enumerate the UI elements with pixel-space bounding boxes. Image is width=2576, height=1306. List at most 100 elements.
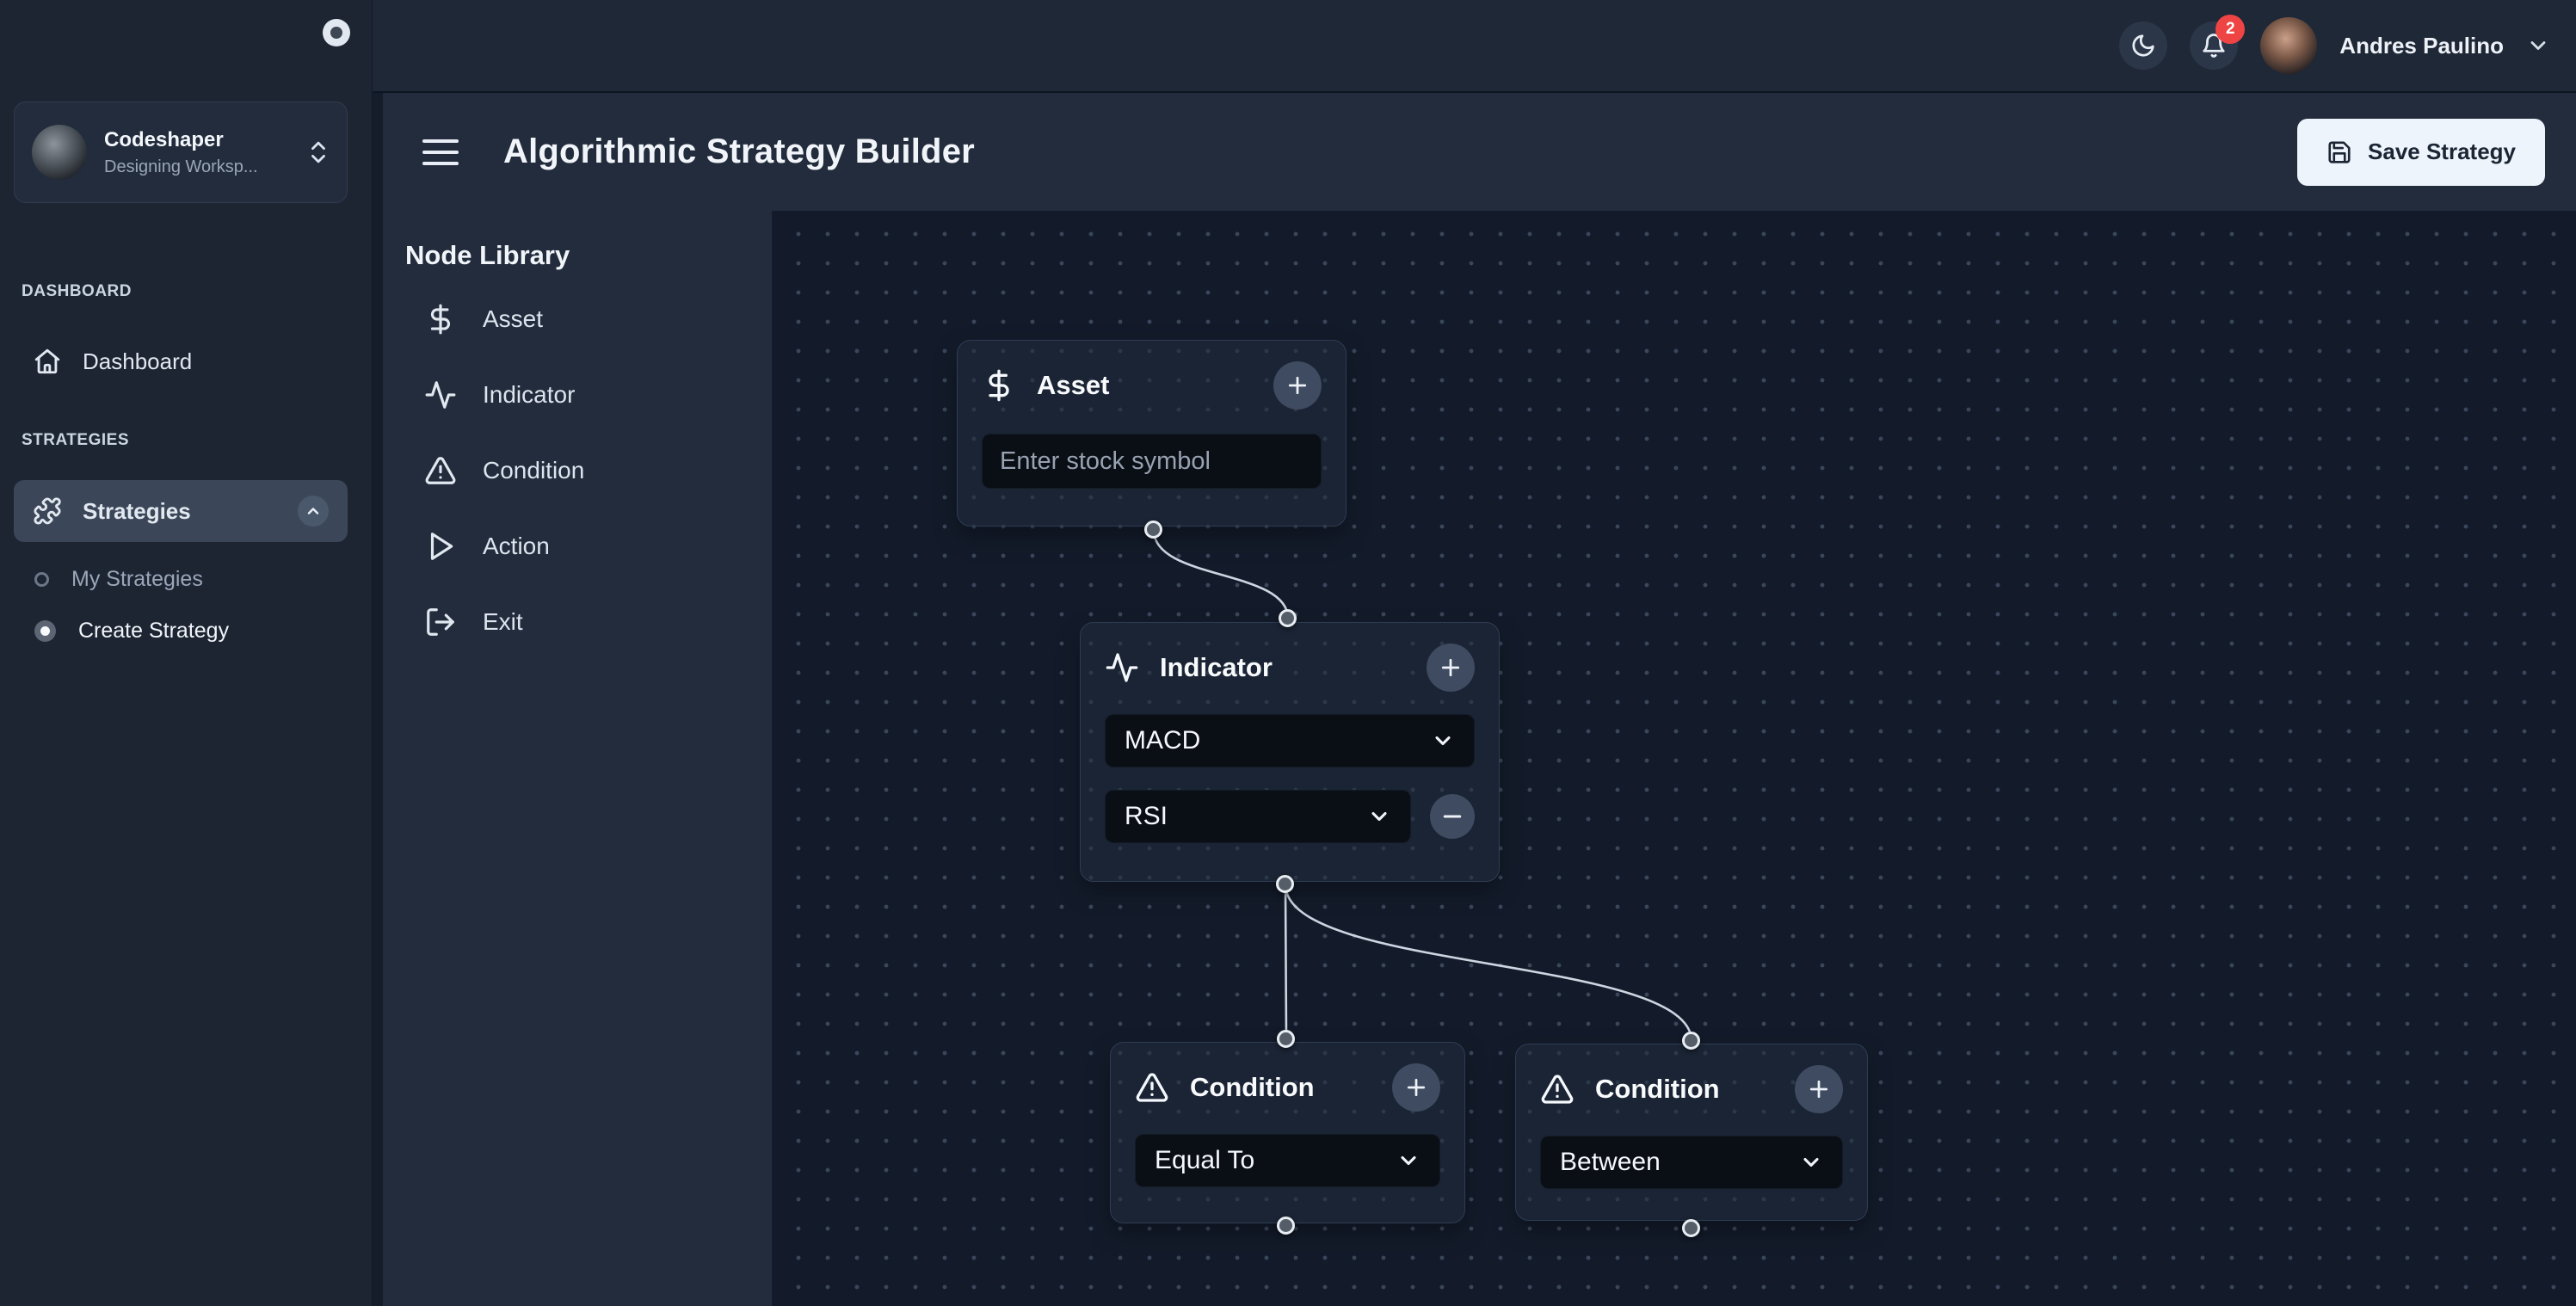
chevron-down-icon bbox=[1799, 1150, 1823, 1174]
alert-triangle-icon bbox=[1540, 1072, 1575, 1106]
sidebar-collapse-button[interactable] bbox=[323, 19, 350, 46]
menu-icon[interactable] bbox=[422, 139, 459, 165]
section-label-dashboard: DASHBOARD bbox=[22, 282, 132, 300]
edge-asset-to-indicator bbox=[1152, 529, 1290, 619]
circle-icon bbox=[34, 571, 49, 587]
indicator-select-primary[interactable]: MACD bbox=[1105, 714, 1475, 767]
library-item-indicator[interactable]: Indicator bbox=[424, 367, 755, 422]
activity-icon bbox=[424, 379, 457, 411]
select-value: Between bbox=[1560, 1148, 1661, 1176]
port-condition-right-output[interactable] bbox=[1682, 1219, 1700, 1237]
port-indicator-output[interactable] bbox=[1276, 875, 1294, 893]
library-item-condition[interactable]: Condition bbox=[424, 443, 755, 498]
chevron-down-icon bbox=[1431, 729, 1455, 753]
indicator-select-secondary[interactable]: RSI bbox=[1105, 790, 1411, 843]
chevrons-up-down-icon bbox=[307, 139, 330, 166]
port-condition-right-input[interactable] bbox=[1682, 1032, 1700, 1050]
remove-button[interactable] bbox=[1430, 794, 1475, 839]
node-asset[interactable]: Asset bbox=[957, 340, 1347, 527]
stock-symbol-input[interactable] bbox=[982, 434, 1322, 489]
library-item-exit[interactable]: Exit bbox=[424, 594, 755, 650]
puzzle-icon bbox=[33, 496, 62, 526]
node-title: Condition bbox=[1190, 1072, 1315, 1102]
node-title: Condition bbox=[1595, 1074, 1720, 1104]
add-button[interactable] bbox=[1795, 1065, 1843, 1113]
workspace-meta: Codeshaper Designing Worksp... bbox=[104, 128, 290, 177]
port-condition-left-input[interactable] bbox=[1277, 1030, 1295, 1048]
subitem-label: My Strategies bbox=[71, 566, 203, 591]
save-icon bbox=[2326, 139, 2352, 165]
sidebar-subitem-my-strategies[interactable]: My Strategies bbox=[34, 555, 344, 603]
bell-icon bbox=[2201, 33, 2227, 59]
select-value: RSI bbox=[1125, 802, 1168, 830]
library-item-action[interactable]: Action bbox=[424, 519, 755, 574]
dollar-icon bbox=[982, 368, 1016, 403]
workspace-switcher[interactable]: Codeshaper Designing Worksp... bbox=[14, 102, 348, 203]
select-value: Equal To bbox=[1155, 1146, 1255, 1174]
flow-canvas[interactable]: Asset Indicat bbox=[772, 211, 2576, 1306]
add-button[interactable] bbox=[1273, 361, 1322, 410]
select-value: MACD bbox=[1125, 726, 1201, 755]
condition-operator-select[interactable]: Between bbox=[1540, 1136, 1843, 1189]
chevron-down-icon bbox=[1396, 1149, 1420, 1173]
node-header: Indicator bbox=[1105, 644, 1475, 692]
condition-operator-select[interactable]: Equal To bbox=[1135, 1134, 1440, 1187]
node-condition-right[interactable]: Condition Between bbox=[1515, 1044, 1868, 1221]
add-button[interactable] bbox=[1392, 1063, 1440, 1112]
node-title: Indicator bbox=[1160, 652, 1273, 682]
save-strategy-button[interactable]: Save Strategy bbox=[2297, 118, 2545, 186]
dollar-icon bbox=[424, 303, 457, 336]
subitem-label: Create Strategy bbox=[78, 618, 230, 643]
library-item-label: Asset bbox=[483, 305, 544, 332]
user-name: Andres Paulino bbox=[2339, 32, 2504, 59]
workspace-subtitle: Designing Worksp... bbox=[104, 157, 258, 176]
notification-badge: 2 bbox=[2215, 15, 2246, 44]
sidebar-item-label: Dashboard bbox=[83, 348, 193, 374]
chevron-up-icon[interactable] bbox=[298, 496, 329, 527]
notifications-button[interactable]: 2 bbox=[2190, 15, 2246, 70]
sidebar-item-strategies[interactable]: Strategies bbox=[14, 480, 348, 542]
node-condition-left[interactable]: Condition Equal To bbox=[1110, 1042, 1465, 1223]
page-title: Algorithmic Strategy Builder bbox=[503, 132, 975, 170]
node-library-title: Node Library bbox=[405, 240, 570, 270]
dark-mode-toggle[interactable] bbox=[2119, 22, 2168, 70]
node-title: Asset bbox=[1037, 370, 1110, 400]
chevron-down-icon[interactable] bbox=[2526, 34, 2550, 58]
chevron-down-icon bbox=[1367, 804, 1391, 829]
port-condition-left-output[interactable] bbox=[1277, 1217, 1295, 1235]
circle-dot-icon bbox=[34, 619, 56, 642]
topbar: 2 Andres Paulino bbox=[373, 0, 2576, 93]
sidebar-item-label: Strategies bbox=[83, 497, 191, 524]
library-item-label: Condition bbox=[483, 457, 585, 484]
port-indicator-input[interactable] bbox=[1279, 609, 1297, 627]
log-out-icon bbox=[424, 606, 457, 638]
library-item-label: Exit bbox=[483, 608, 523, 635]
library-item-label: Indicator bbox=[483, 381, 576, 408]
save-button-label: Save Strategy bbox=[2368, 139, 2516, 164]
node-header: Condition bbox=[1540, 1065, 1843, 1113]
add-button[interactable] bbox=[1427, 644, 1475, 692]
node-header: Asset bbox=[982, 361, 1322, 410]
edge-indicator-to-condition-right bbox=[1284, 884, 1693, 1042]
workspace-avatar bbox=[32, 125, 87, 180]
sidebar: Codeshaper Designing Worksp... DASHBOARD… bbox=[0, 0, 373, 1306]
alert-triangle-icon bbox=[1135, 1070, 1169, 1105]
node-header: Condition bbox=[1135, 1063, 1440, 1112]
port-asset-output[interactable] bbox=[1144, 521, 1162, 539]
moon-icon bbox=[2130, 33, 2156, 59]
node-library-panel: Node Library Asset Indica bbox=[383, 211, 772, 1306]
sidebar-subitem-create-strategy[interactable]: Create Strategy bbox=[34, 607, 344, 655]
content-panel: Algorithmic Strategy Builder Save Strate… bbox=[383, 93, 2576, 1306]
user-avatar[interactable] bbox=[2260, 17, 2318, 74]
alert-triangle-icon bbox=[424, 454, 457, 487]
section-label-strategies: STRATEGIES bbox=[22, 431, 129, 449]
library-item-asset[interactable]: Asset bbox=[424, 292, 755, 347]
node-indicator[interactable]: Indicator MACD RSI bbox=[1080, 622, 1500, 882]
page-header: Algorithmic Strategy Builder Save Strate… bbox=[383, 93, 2576, 211]
workspace-name: Codeshaper bbox=[104, 127, 224, 151]
library-item-label: Action bbox=[483, 533, 550, 559]
home-icon bbox=[33, 347, 62, 376]
sidebar-item-dashboard[interactable]: Dashboard bbox=[14, 334, 348, 389]
main-column: 2 Andres Paulino Algorithmic Strategy Bu… bbox=[373, 0, 2576, 1306]
workbench: Node Library Asset Indica bbox=[383, 211, 2576, 1306]
